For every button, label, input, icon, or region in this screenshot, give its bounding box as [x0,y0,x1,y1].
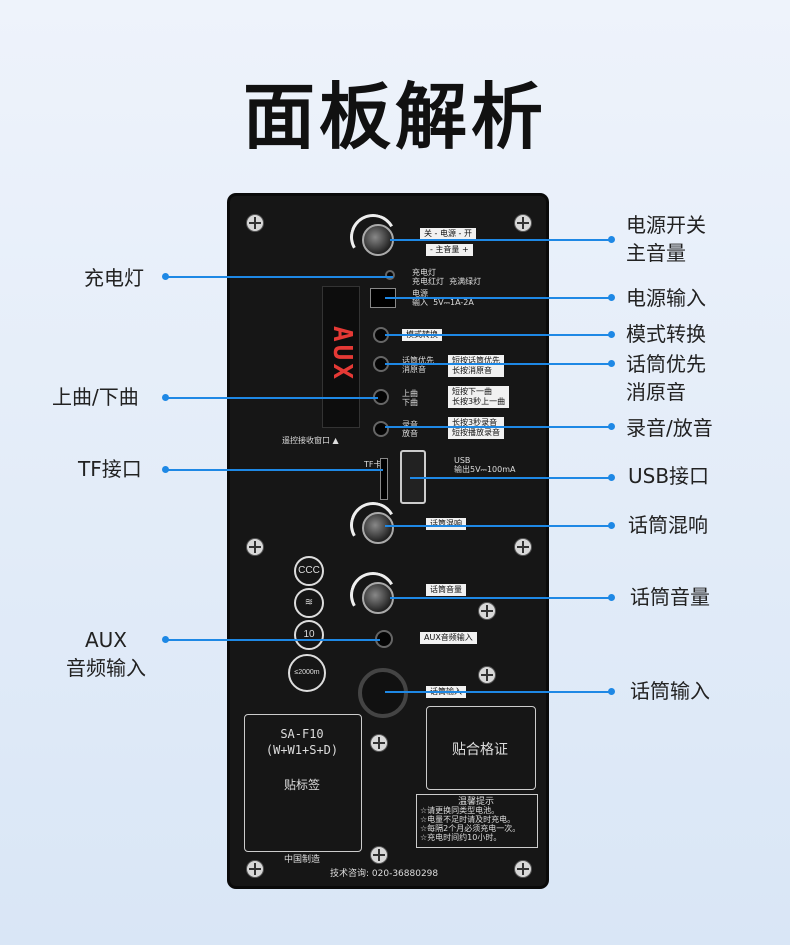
made-in-text: 中国制造 [283,855,320,865]
model-text: SA-F10 (W+W1+S+D) [265,727,339,757]
screw-icon [478,666,496,684]
label-aux: AUX 音频输入 [66,628,146,680]
mic-input-jack[interactable] [358,668,408,718]
record-text: 录音 放音 [402,420,418,438]
power-input-text: 电源 输入 5V⎓1A-2A [412,289,474,307]
label-mic-volume: 话筒音量 [630,585,710,609]
cert-box [426,706,536,790]
charge-light [385,270,395,280]
label-sticker-box [244,714,362,852]
screw-icon [246,538,264,556]
cert-wave-icon: ≋ [294,588,324,618]
display-text: AUX [327,326,357,382]
screw-icon [478,602,496,620]
tf-label: TF卡 [364,460,382,469]
power-tag: 关 - 电源 - 开 [420,228,476,240]
altitude-icon: ≤2000m [288,654,326,692]
screw-icon [514,538,532,556]
warning-title: 温馨提示 [457,797,494,807]
screw-icon [514,214,532,232]
cert-10-icon: 10 [294,620,324,650]
support-text: 技术咨询: 020-36880298 [330,869,439,879]
label-reverb: 话筒混响 [628,513,708,537]
cert-text: 贴合格证 [452,742,508,758]
power-volume-knob[interactable] [362,224,394,256]
reverb-tag: 话筒混响 [426,518,466,530]
label-mode-switch: 模式转换 [626,322,706,346]
volume-tag: - 主音量 + [426,244,473,256]
control-panel: 关 - 电源 - 开 - 主音量 + 充电灯 充电红灯 充满绿灯 电源 输入 5… [230,196,546,886]
charge-light-text: 充电灯 充电红灯 充满绿灯 [412,268,482,286]
page-title: 面板解析 [242,75,547,159]
tf-slot[interactable] [380,458,388,500]
screw-icon [514,860,532,878]
mic-priority-tag: 短按话筒优先 长按消原音 [448,355,504,377]
screw-icon [246,214,264,232]
mic-volume-tag: 话筒音量 [426,584,466,596]
label-mic-input: 话筒输入 [630,679,710,703]
label-mic-priority: 话筒优先 消原音 [626,352,706,404]
screw-icon [370,734,388,752]
screw-icon [246,860,264,878]
track-text: 上曲 下曲 [402,389,418,407]
label-usb: USB接口 [628,464,710,488]
mic-priority-text: 话筒优先 消原音 [402,356,434,374]
remote-window-text: 遥控接收窗口 ▲ [282,436,339,445]
usb-text: USB 输出5V⎓100mA [454,456,516,474]
label-record: 录音/放音 [626,416,713,440]
led-display: AUX [322,286,360,428]
reverb-knob[interactable] [362,512,394,544]
screw-icon [370,846,388,864]
track-tag: 短按下一曲 长按3秒上一曲 [448,386,510,408]
mic-volume-knob[interactable] [362,582,394,614]
label-power-input: 电源输入 [626,286,706,310]
ccc-icon: CCC [294,556,324,586]
label-tf: TF接口 [78,457,142,481]
aux-tag: AUX音频输入 [420,632,477,644]
label-sticker-text: 贴标签 [283,778,320,792]
warning-lines: ☆请更换同类型电池。 ☆电量不足时请及时充电。 ☆每隔2个月必须充电一次。 ☆充… [420,806,521,842]
record-tag: 长按3秒录音 短按播放录音 [448,417,504,439]
warning-box [416,794,538,848]
label-track: 上曲/下曲 [52,385,139,409]
label-charge-light: 充电灯 [84,266,144,290]
record-button[interactable] [373,421,389,437]
label-power-volume: 电源开关 主音量 [626,213,706,265]
